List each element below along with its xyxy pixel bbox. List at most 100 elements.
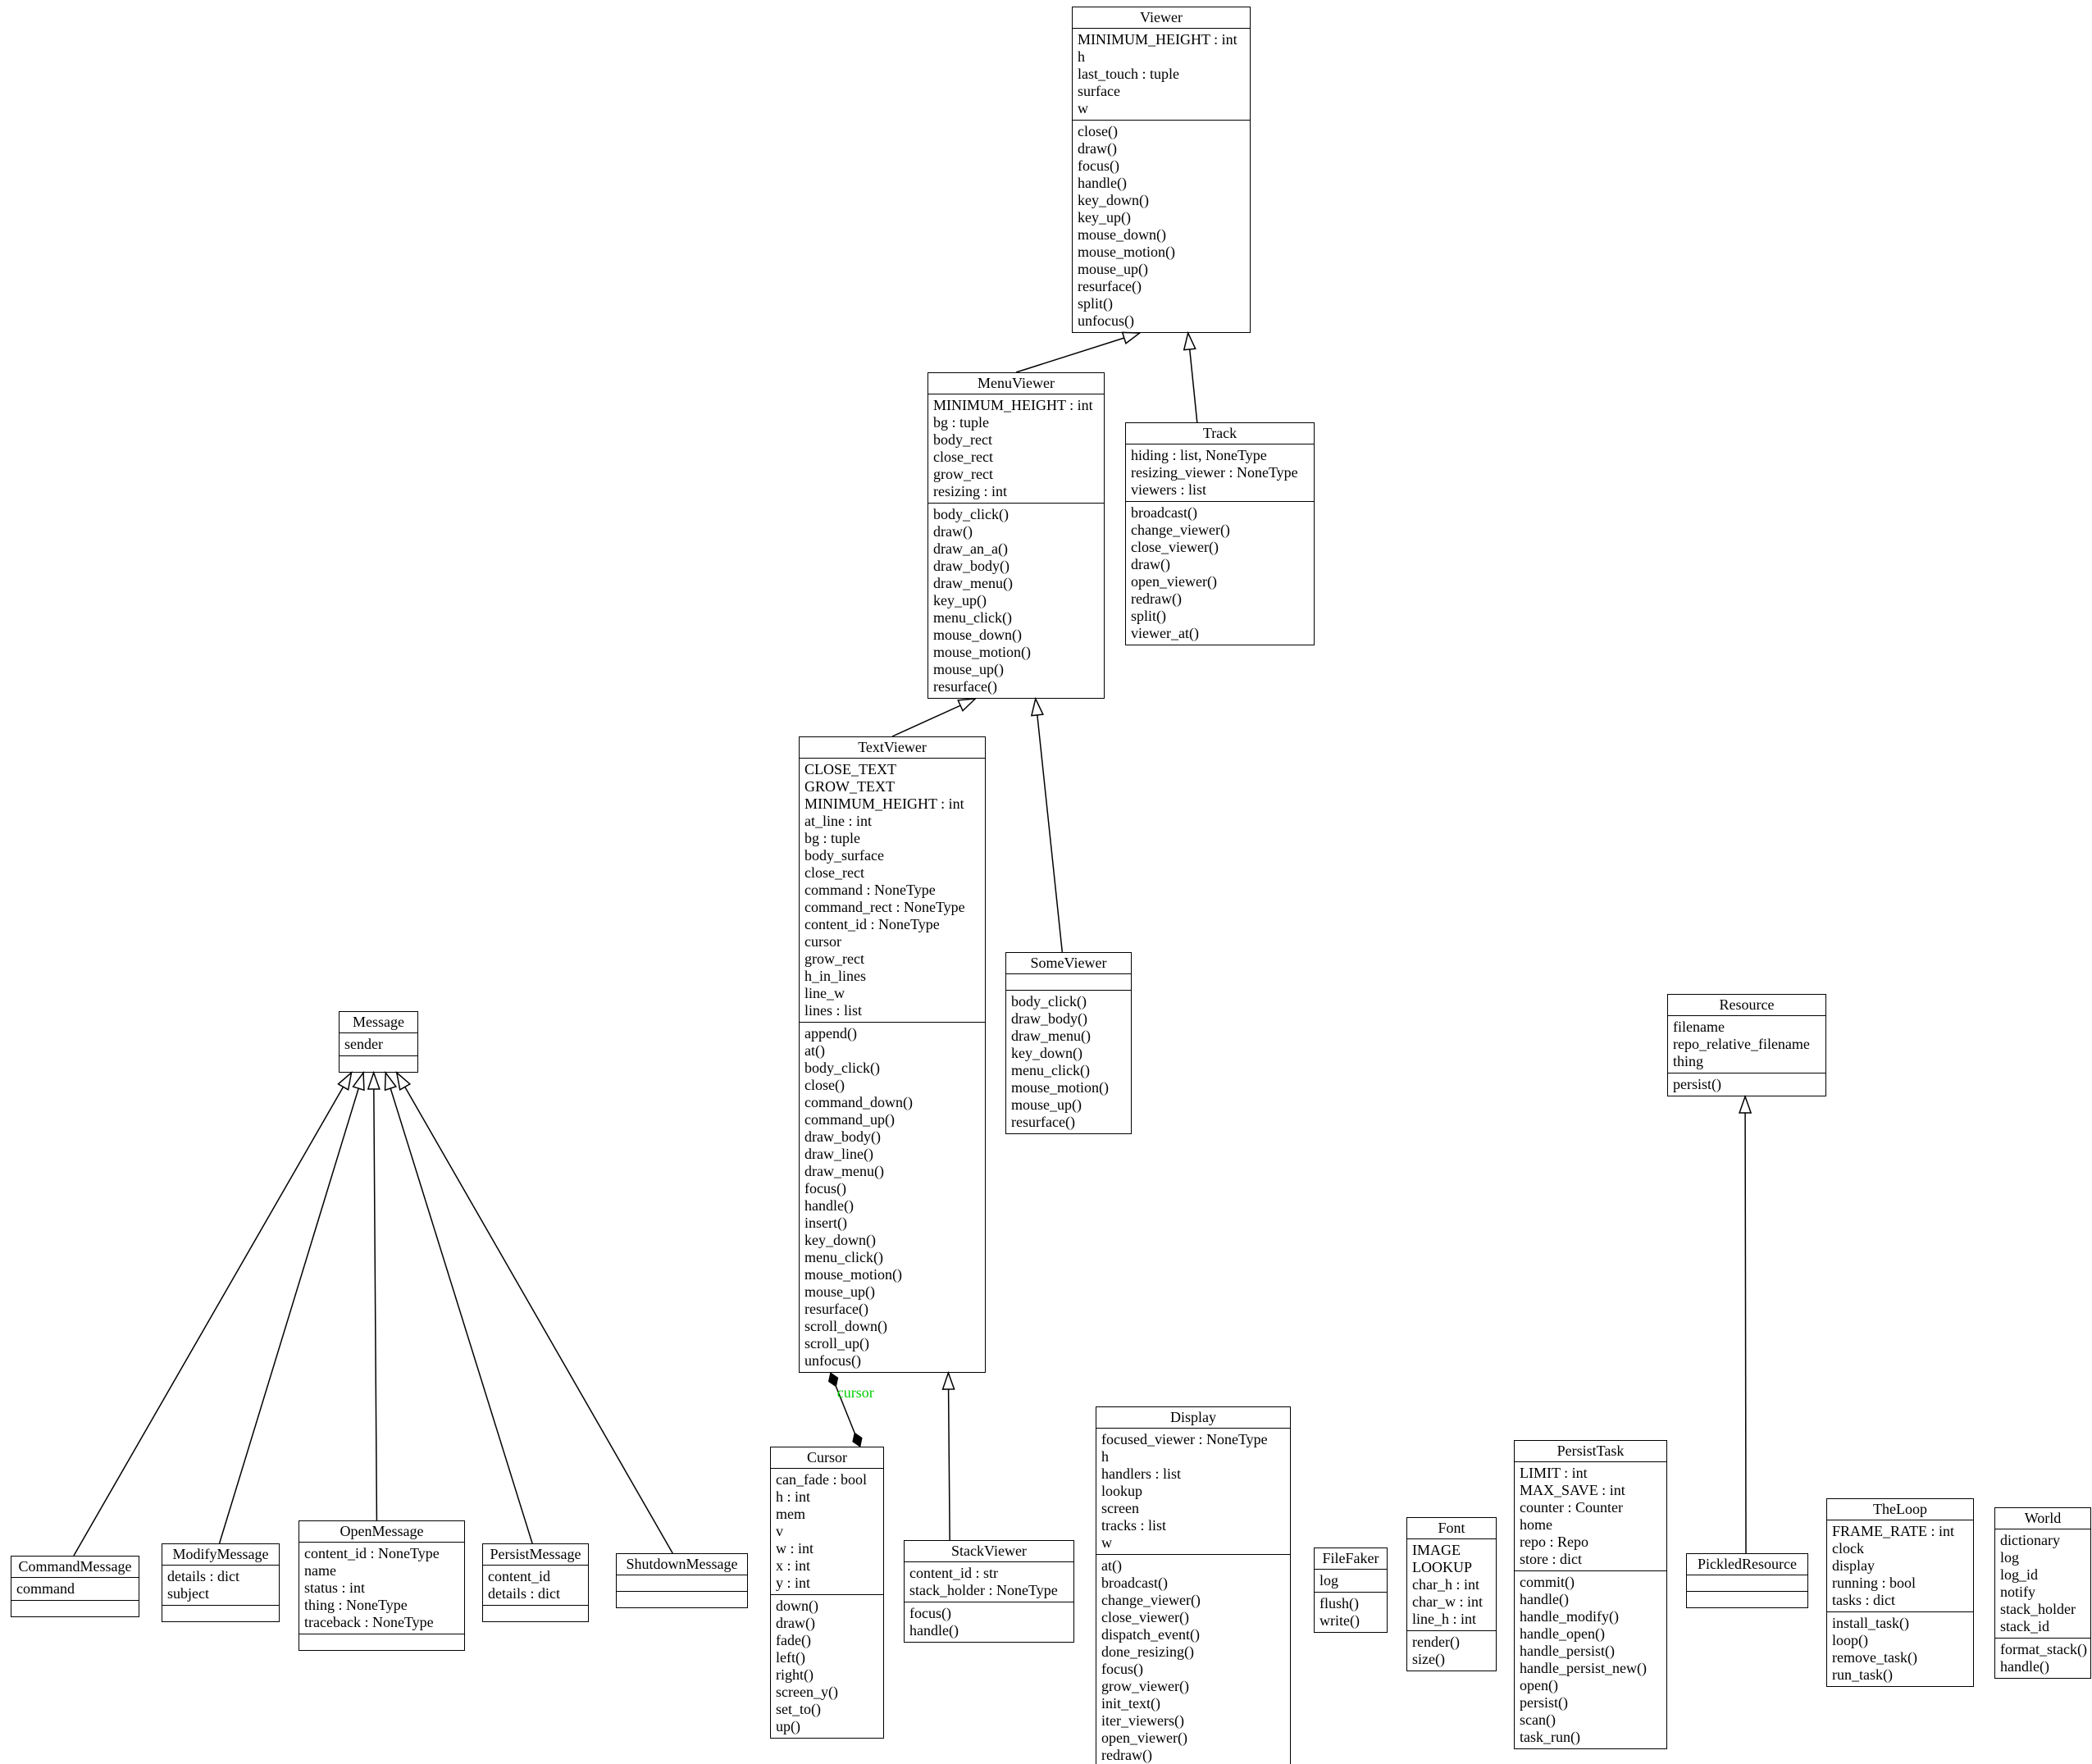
member-line: down()	[776, 1598, 818, 1614]
member-line: mouse_up()	[1011, 1096, 1082, 1113]
member-line: mouse_down()	[1078, 226, 1166, 243]
member-line: grow_rect	[933, 466, 993, 482]
member-line: body_surface	[804, 847, 884, 864]
class-title: Track	[1202, 425, 1237, 441]
member-line: MINIMUM_HEIGHT : int	[804, 795, 964, 812]
member-line: mouse_motion()	[1011, 1079, 1109, 1096]
member-line: viewers : list	[1131, 481, 1206, 498]
member-line: log	[2000, 1549, 2020, 1566]
member-line: filename	[1673, 1019, 1725, 1035]
member-line: h	[1078, 48, 1085, 65]
composition-edge	[827, 1372, 863, 1447]
member-line: w : int	[776, 1540, 814, 1557]
member-line: loop()	[1832, 1632, 1868, 1648]
member-line: command_up()	[804, 1111, 895, 1128]
member-line: key_up()	[933, 592, 987, 609]
inheritance-edge	[1188, 333, 1198, 423]
member-line: clock	[1832, 1540, 1864, 1557]
member-line: draw_body()	[804, 1128, 881, 1145]
member-line: render()	[1412, 1634, 1460, 1650]
member-line: surface	[1078, 83, 1120, 99]
class-box-commandmessage: CommandMessage command	[11, 1556, 139, 1617]
class-box-message: Message sender	[339, 1011, 418, 1073]
member-line: redraw()	[1101, 1747, 1152, 1763]
member-line: mem	[776, 1506, 805, 1522]
member-line: focused_viewer : NoneType	[1101, 1431, 1268, 1447]
member-line: iter_viewers()	[1101, 1712, 1184, 1729]
member-line: close()	[804, 1077, 845, 1093]
class-attributes	[1006, 973, 1131, 990]
member-line: scroll_down()	[804, 1318, 887, 1334]
member-line: insert()	[804, 1215, 847, 1231]
member-line: remove_task()	[1832, 1649, 1917, 1666]
member-line: subject	[167, 1585, 209, 1602]
class-attributes: command	[11, 1577, 139, 1600]
inheritance-edge	[1036, 699, 1064, 953]
member-line: MINIMUM_HEIGHT : int	[933, 397, 1093, 413]
inheritance-edge	[218, 1073, 364, 1544]
member-line: log_id	[2000, 1566, 2039, 1583]
class-methods	[162, 1605, 279, 1621]
member-line: MINIMUM_HEIGHT : int	[1078, 31, 1237, 48]
member-line: at_line : int	[804, 813, 872, 829]
member-line: w	[1078, 100, 1088, 116]
class-methods	[617, 1591, 747, 1607]
class-methods: at()broadcast()change_viewer()close_view…	[1096, 1554, 1290, 1764]
member-line: fade()	[776, 1632, 811, 1648]
member-line: body_click()	[1011, 993, 1087, 1010]
member-line: sender	[344, 1036, 383, 1052]
member-line: focus()	[804, 1180, 846, 1197]
member-line: draw_menu()	[1011, 1028, 1091, 1044]
member-line: last_touch : tuple	[1078, 66, 1179, 82]
member-line: up()	[776, 1718, 800, 1734]
member-line: command_rect : NoneType	[804, 899, 965, 915]
member-line: repo : Repo	[1520, 1534, 1588, 1550]
class-methods: flush()write()	[1315, 1592, 1387, 1632]
class-methods: body_click()draw_body()draw_menu()key_do…	[1006, 990, 1131, 1133]
member-line: draw()	[1078, 140, 1117, 157]
class-methods	[483, 1605, 588, 1621]
member-line: right()	[776, 1666, 814, 1683]
member-line: flush()	[1319, 1595, 1359, 1611]
class-title: Message	[353, 1014, 404, 1030]
member-line: focus()	[1078, 157, 1119, 174]
member-line: can_fade : bool	[776, 1471, 867, 1488]
inheritance-edge	[1015, 333, 1140, 373]
member-line: thing : NoneType	[304, 1597, 408, 1613]
member-line: IMAGE	[1412, 1542, 1461, 1558]
member-line: MAX_SAVE : int	[1520, 1482, 1625, 1498]
member-line: init_text()	[1101, 1695, 1160, 1712]
member-line: mouse_up()	[1078, 261, 1148, 277]
member-line: broadcast()	[1101, 1575, 1168, 1591]
class-methods: format_stack()handle()	[1995, 1638, 2090, 1678]
member-line: menu_click()	[1011, 1062, 1090, 1078]
class-methods: install_task()loop()remove_task()run_tas…	[1827, 1611, 1973, 1686]
member-line: close_viewer()	[1101, 1609, 1189, 1625]
class-title: SomeViewer	[1030, 955, 1107, 971]
class-methods: focus()handle()	[905, 1602, 1073, 1642]
member-line: h	[1101, 1448, 1109, 1465]
member-line: grow_rect	[804, 950, 864, 967]
member-line: viewer_at()	[1131, 625, 1199, 641]
member-line: LOOKUP	[1412, 1559, 1473, 1575]
member-line: redraw()	[1131, 590, 1182, 607]
member-line: handle()	[804, 1197, 854, 1214]
member-line: command	[16, 1580, 75, 1597]
member-line: mouse_motion()	[804, 1266, 902, 1283]
member-line: screen_y()	[776, 1684, 838, 1700]
member-line: status : int	[304, 1579, 366, 1596]
member-line: resizing : int	[933, 483, 1007, 499]
